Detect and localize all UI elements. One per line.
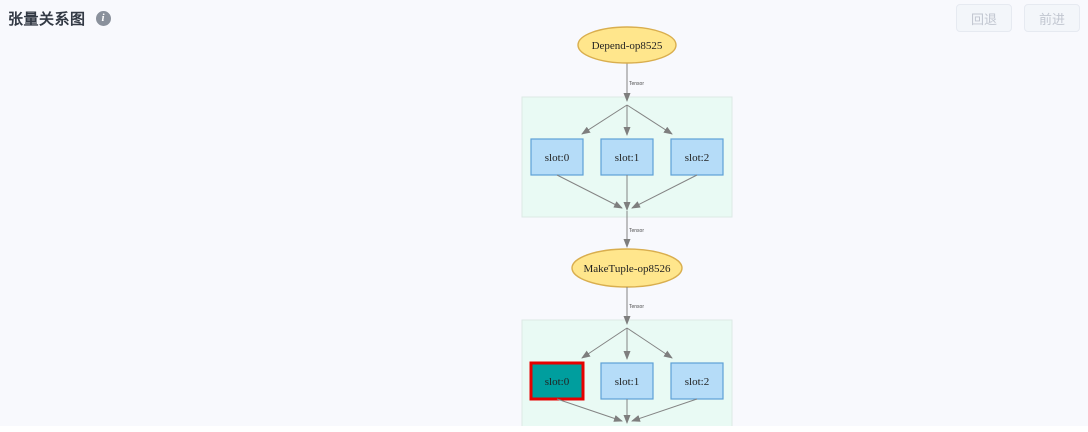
edge-converge2-slot0 [556,398,623,422]
edge-label-tensor-3: Tensor [629,304,644,310]
history-button-group: 回退 前进 [955,4,1080,32]
edge-converge2-slot2 [631,398,698,422]
bottom-strip [0,426,1088,432]
operator-node-maketuple[interactable]: MakeTuple-op8526 [571,248,683,288]
slot-node[interactable]: slot:2 [670,362,724,400]
slot-node[interactable]: slot:2 [670,138,724,176]
slot-node-selected[interactable]: slot:0 [529,361,585,401]
operator-node-label: Depend-op8525 [592,40,663,52]
operator-node-depend[interactable]: Depend-op8525 [577,26,677,64]
forward-button[interactable]: 前进 [1023,4,1080,32]
edge-fanout1-slot2 [626,104,673,135]
page-header: 张量关系图 i 回退 前进 [0,0,1088,36]
back-button[interactable]: 回退 [955,4,1012,32]
slot-label: slot:2 [685,376,709,388]
edge-label-tensor-2: Tensor [629,228,644,234]
operator-node-label: MakeTuple-op8526 [584,263,671,275]
slot-label: slot:1 [615,376,639,388]
edge-fanout2-slot2 [626,327,673,359]
page-title: 张量关系图 [8,10,86,28]
slot-label: slot:1 [615,152,639,164]
slot-node[interactable]: slot:1 [600,362,654,400]
slot-label: slot:0 [545,376,570,388]
edge-fanout2-slot0 [581,327,628,359]
slot-node[interactable]: slot:0 [530,138,584,176]
slot-label: slot:0 [545,152,570,164]
slot-node[interactable]: slot:1 [600,138,654,176]
edge-label-tensor-1: Tensor [629,81,644,87]
edge-converge1-slot0 [556,174,623,209]
edge-fanout1-slot0 [581,104,628,135]
info-icon[interactable]: i [95,10,111,26]
edge-converge1-slot2 [631,174,698,209]
slot-label: slot:2 [685,152,709,164]
